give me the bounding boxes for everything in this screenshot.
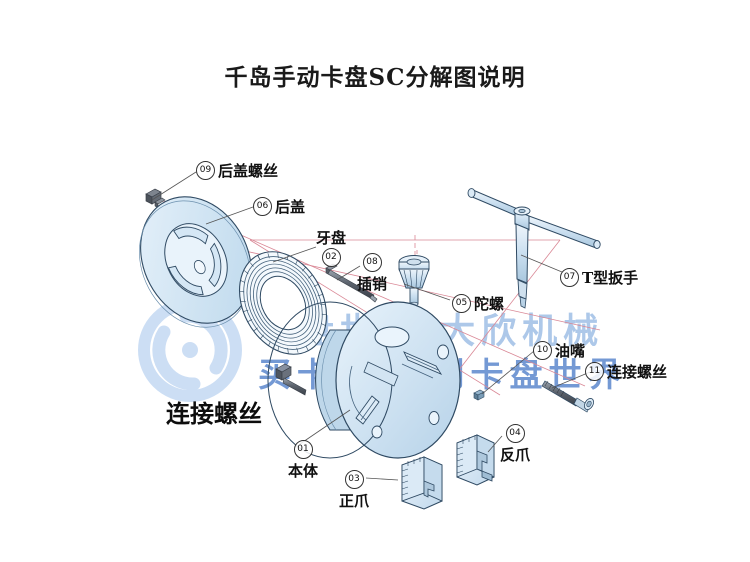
callout-label: 后盖 bbox=[275, 198, 306, 216]
leader-lines bbox=[151, 171, 591, 481]
page-title: 千岛手动卡盘SC分解图说明 bbox=[224, 64, 526, 91]
callout-06-rear-cover[interactable]: 06 后盖 bbox=[253, 196, 305, 217]
callout-number: 10 bbox=[533, 341, 552, 360]
callout-label: 本体 bbox=[288, 462, 319, 480]
callout-number: 11 bbox=[585, 362, 604, 381]
part-oil-nipple bbox=[473, 389, 485, 401]
callout-05-bevel-pinion[interactable]: 05 陀螺 bbox=[452, 293, 504, 314]
callout-01-chuck-body[interactable]: 01 本体 bbox=[288, 440, 318, 481]
part-t-wrench bbox=[467, 188, 601, 309]
callout-label: 牙盘 bbox=[316, 229, 347, 247]
callout-label: 插销 bbox=[357, 275, 388, 293]
part-rear-cover-screw bbox=[145, 188, 166, 209]
callout-label: T型扳手 bbox=[582, 269, 639, 287]
callout-number: 02 bbox=[321, 248, 341, 267]
part-connecting-screw-right bbox=[541, 380, 594, 413]
callout-number: 09 bbox=[196, 161, 215, 180]
callout-label: 正爪 bbox=[339, 492, 370, 510]
callout-04-reverse-jaw[interactable]: 04 反爪 bbox=[500, 424, 530, 465]
part-locking-pin bbox=[325, 263, 378, 303]
part-rear-cover bbox=[139, 196, 252, 328]
callout-label: 连接螺丝 bbox=[607, 363, 668, 381]
callout-08-locking-pin[interactable]: 08 插销 bbox=[357, 253, 387, 294]
callout-label: 陀螺 bbox=[474, 295, 505, 313]
part-forward-jaw bbox=[401, 456, 443, 510]
callout-07-t-wrench[interactable]: 07 T型扳手 bbox=[560, 267, 638, 288]
callout-number: 04 bbox=[505, 424, 525, 443]
callout-02-scroll-plate[interactable]: 牙盘 02 bbox=[316, 226, 346, 267]
part-reverse-jaw bbox=[456, 434, 495, 486]
callout-number: 07 bbox=[560, 268, 579, 287]
emphasis-label-connecting-screw: 连接螺丝 bbox=[166, 399, 262, 428]
callout-number: 01 bbox=[293, 440, 313, 459]
callout-label: 后盖螺丝 bbox=[218, 162, 279, 180]
callout-number: 05 bbox=[452, 294, 471, 313]
callout-10-oil-nipple[interactable]: 10 油嘴 bbox=[533, 340, 585, 361]
callout-number: 06 bbox=[253, 197, 272, 216]
callout-label: 反爪 bbox=[500, 446, 531, 464]
part-bevel-pinion bbox=[398, 255, 430, 307]
callout-03-forward-jaw[interactable]: 03 正爪 bbox=[339, 470, 369, 511]
callout-number: 08 bbox=[362, 253, 382, 272]
callout-label: 油嘴 bbox=[555, 342, 586, 360]
callout-11-connecting-screw[interactable]: 11 连接螺丝 bbox=[585, 361, 667, 382]
callout-09-rear-cover-screw[interactable]: 09 后盖螺丝 bbox=[196, 160, 278, 181]
part-chuck-body bbox=[267, 301, 461, 459]
callout-number: 03 bbox=[344, 470, 364, 489]
part-connecting-bolt-left bbox=[275, 363, 307, 396]
